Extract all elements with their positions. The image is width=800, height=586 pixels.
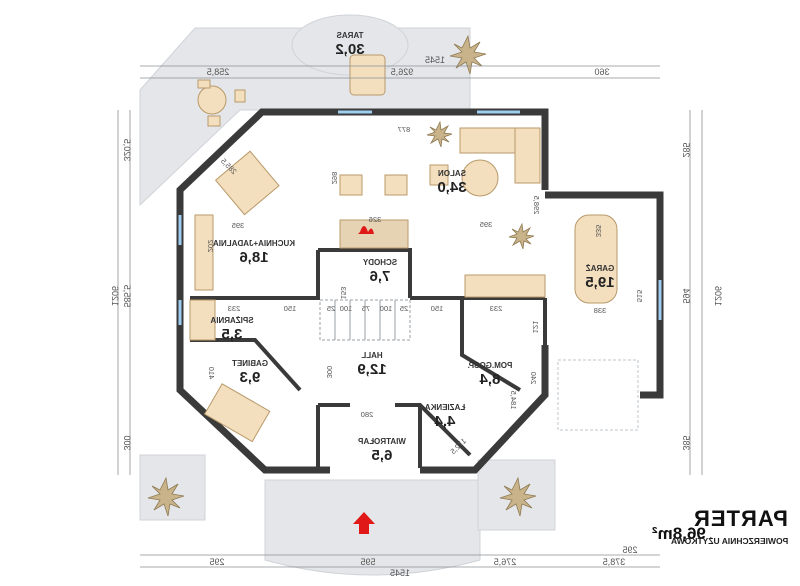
dim-left-300: 300 <box>122 435 132 450</box>
stairs <box>319 299 411 341</box>
room-name-gabinet: GABINET <box>232 359 268 368</box>
entrance-steps <box>264 479 481 576</box>
dim-inner-326: 326 <box>369 215 382 224</box>
dim-inner-515: 515 <box>635 290 644 303</box>
dim-inner-338: 338 <box>594 306 607 315</box>
room-name-taras: TARAS <box>336 31 364 40</box>
dim-right-285: 285 <box>681 142 691 157</box>
driveway <box>557 359 639 431</box>
dim-inner-300: 300 <box>325 366 334 379</box>
dim-inner-240: 240 <box>529 372 538 385</box>
dim-bottom-378-5: 378,5 <box>603 557 626 567</box>
dim-inner-100-b: 100 <box>380 304 393 313</box>
room-name-hall: HALL <box>361 351 382 360</box>
dim-inner-25-b: 25 <box>400 304 408 313</box>
room-name-kuchnia: KUCHNIA+JADALNIA <box>213 239 295 248</box>
dim-inner-280: 280 <box>361 410 374 419</box>
dim-inner-395-b: 395 <box>232 221 245 230</box>
dim-inner-877: 877 <box>398 125 411 134</box>
dim-right-594: 594 <box>681 288 691 303</box>
dim-bottom-1545: 1545 <box>390 568 410 578</box>
entrance-arrow <box>353 512 375 534</box>
dim-inner-233-a: 233 <box>228 304 241 313</box>
dim-inner-410: 410 <box>207 367 216 380</box>
dim-right-1206: 1206 <box>713 286 723 306</box>
room-area-gabinet: 9,3 <box>240 369 261 386</box>
dim-inner-395-a: 395 <box>480 220 493 229</box>
dim-inner-298: 298 <box>330 172 339 185</box>
dim-top-1545: 1545 <box>425 55 445 65</box>
dim-inner-172-5: 172,5 <box>448 436 468 456</box>
dim-inner-202: 202 <box>206 240 215 253</box>
dim-bottom-276-5: 276,5 <box>494 557 517 567</box>
dim-top-926-5: 926,5 <box>391 67 414 77</box>
room-name-pom: POM.GOSP. <box>468 361 513 370</box>
dimension-labels: 1545 360 926,5 258,5 1545 295 595 276,5 … <box>110 55 723 578</box>
room-area-schody: 7,6 <box>370 268 391 285</box>
room-area-wiatrolap: 6,5 <box>372 447 393 464</box>
room-name-salon: SALON <box>438 169 466 178</box>
dim-top-360: 360 <box>594 67 609 77</box>
plant-icon <box>147 34 537 517</box>
room-area-hall: 12,9 <box>357 361 386 378</box>
windows <box>178 110 662 325</box>
dim-left-585-5: 585,5 <box>122 285 132 308</box>
room-name-schody: SCHODY <box>362 258 397 267</box>
plan-subtitle: POWIERZCHNIA UŻYTKOWA <box>670 536 788 546</box>
room-name-spizarnia: SPIŻARNIA <box>210 316 253 325</box>
room-area-kuchnia: 18,6 <box>239 249 268 266</box>
furniture <box>189 54 618 443</box>
dim-inner-150-b: 150 <box>431 304 444 313</box>
dim-inner-153: 153 <box>339 287 348 300</box>
dim-bottom-295-r: 295 <box>622 545 637 555</box>
dim-bottom-295-l: 295 <box>209 557 224 567</box>
room-area-pom: 8,4 <box>479 371 501 388</box>
dim-inner-121: 121 <box>531 321 540 334</box>
dim-left-1206: 1206 <box>110 286 120 306</box>
room-name-wiatrolap: WIATROŁAP <box>357 437 406 446</box>
room-area-lazienka: 4,4 <box>434 413 456 430</box>
dim-inner-233-b: 233 <box>490 304 503 313</box>
room-area-taras: 30,2 <box>335 41 364 58</box>
room-name-garaz: GARAŻ <box>586 264 615 273</box>
interior-walls <box>190 248 547 468</box>
dim-bottom-595: 595 <box>360 557 375 567</box>
dimension-lines <box>117 65 703 568</box>
title-block: PARTER 96,8m² POWIERZCHNIA UŻYTKOWA <box>606 506 796 576</box>
dim-right-385: 385 <box>681 435 691 450</box>
room-area-salon: 34,0 <box>437 179 466 196</box>
dim-inner-298-5: 298,5 <box>532 196 541 215</box>
dim-top-258-5: 258,5 <box>207 67 230 77</box>
dim-inner-75: 75 <box>362 304 370 313</box>
room-name-lazienka: ŁAZIENKA <box>425 403 466 412</box>
room-area-garaz: 19,5 <box>585 274 614 291</box>
dim-left-320-5: 320,5 <box>122 139 132 162</box>
dim-inner-150-a: 150 <box>284 304 297 313</box>
plan-title: PARTER <box>693 506 788 531</box>
dim-inner-100-a: 100 <box>340 304 353 313</box>
terrace-area <box>139 27 471 207</box>
dim-inner-25-a: 25 <box>327 304 335 313</box>
fireplace-icon <box>358 226 374 234</box>
room-area-spizarnia: 3,5 <box>222 326 243 343</box>
dim-inner-184-5: 184,5 <box>509 391 518 410</box>
dim-inner-335: 335 <box>594 225 603 238</box>
